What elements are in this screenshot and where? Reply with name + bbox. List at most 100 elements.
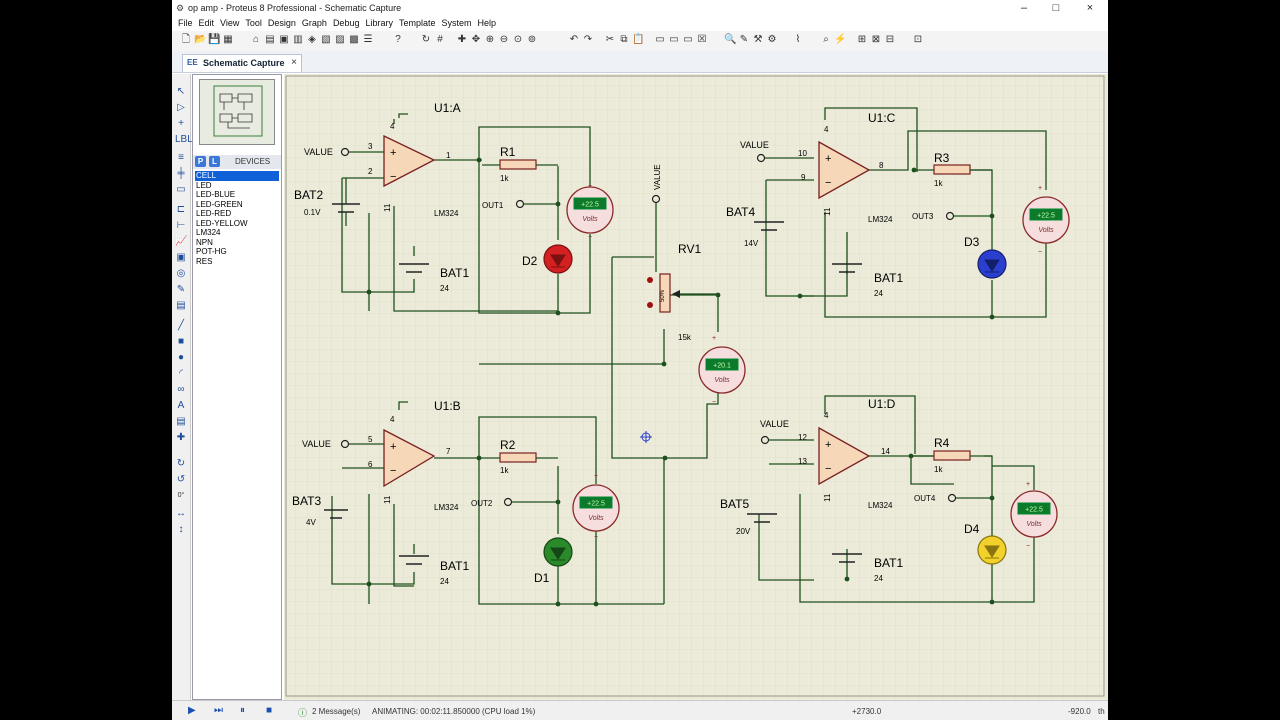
pause-icon[interactable]: ⏸ <box>240 705 245 716</box>
close-button[interactable]: × <box>1086 2 1094 14</box>
tab-schematic-capture[interactable]: EE Schematic Capture × <box>182 54 302 72</box>
device-item-led-red[interactable]: LED-RED <box>196 209 232 218</box>
exit-to-parent-icon[interactable]: ⊟ <box>885 34 895 45</box>
menu-file[interactable]: File <box>178 18 193 28</box>
menu-help[interactable]: Help <box>477 18 497 28</box>
rotation-value[interactable]: 0° <box>177 492 185 499</box>
redo-icon[interactable]: ↷ <box>583 34 593 45</box>
selection-mode-icon[interactable]: ↖ <box>176 86 186 97</box>
zoom-area-icon[interactable]: ⊚ <box>527 34 537 45</box>
new-file-icon[interactable]: 🗋 <box>181 34 191 45</box>
component-mode-icon[interactable]: ▷ <box>177 102 185 113</box>
property-assignment-icon[interactable]: ⚡ <box>834 34 847 45</box>
device-item-led-green[interactable]: LED-GREEN <box>196 199 243 209</box>
menu-view[interactable]: View <box>220 18 240 28</box>
pick-devices-button[interactable]: P <box>195 156 206 167</box>
origin-icon[interactable]: ✚ <box>457 34 467 45</box>
schematic-drawing[interactable]: + − U1:A LM324 3 2 1 4 11 VALUE + − U1:B… <box>284 74 1108 700</box>
battery-bat1-d[interactable]: BAT1 24 <box>832 553 903 583</box>
stop-icon[interactable]: ■ <box>266 705 273 716</box>
close-project-icon[interactable]: ▦ <box>223 34 233 45</box>
battery-bat2[interactable]: BAT2 0.1V <box>294 178 360 226</box>
device-pins-icon[interactable]: ⊢ <box>176 220 186 231</box>
block-copy-icon[interactable]: ▭ <box>655 34 665 45</box>
3d-view-icon[interactable]: ◈ <box>308 34 316 45</box>
pcb-icon[interactable]: ▣ <box>279 34 289 45</box>
mirror-y-icon[interactable]: ↕ <box>178 524 184 535</box>
block-rotate-icon[interactable]: ▭ <box>683 34 693 45</box>
report-icon[interactable]: ☰ <box>363 34 373 45</box>
voltmeter-1[interactable]: +22.5 Volts + − <box>566 183 614 241</box>
voltmeter-2[interactable]: +22.5 Volts + − <box>572 473 620 541</box>
voltage-probe-icon[interactable]: ✎ <box>176 284 186 295</box>
terminal-out1[interactable]: OUT1 <box>482 199 525 211</box>
potentiometer-rv1[interactable]: VALUE 50% RV1 15k <box>647 164 718 342</box>
zoom-all-icon[interactable]: ⊙ <box>513 34 523 45</box>
paste-icon[interactable]: 📋 <box>632 34 645 45</box>
pan-icon[interactable]: ✥ <box>471 34 481 45</box>
make-device-icon[interactable]: ✎ <box>739 34 749 45</box>
library-manager-button[interactable]: L <box>209 156 220 167</box>
rotate-ccw-icon[interactable]: ↺ <box>176 474 186 485</box>
menu-design[interactable]: Design <box>267 18 296 28</box>
resistor-r2[interactable]: R2 1k <box>482 438 558 475</box>
device-item-pot-hg[interactable]: POT-HG <box>196 247 227 256</box>
refresh-icon[interactable]: ↻ <box>421 34 431 45</box>
opamp-u1a[interactable]: + − U1:A LM324 3 2 1 4 11 VALUE <box>304 101 461 218</box>
battery-bat1-a[interactable]: BAT1 24 <box>399 263 469 293</box>
menu-library[interactable]: Library <box>365 18 393 28</box>
device-item-npn[interactable]: NPN <box>196 237 213 247</box>
box-icon[interactable]: ■ <box>177 336 185 347</box>
marker-icon[interactable]: ✚ <box>176 432 186 443</box>
resistor-r4[interactable]: R4 1k <box>911 436 992 474</box>
block-delete-icon[interactable]: ☒ <box>697 34 707 45</box>
opamp-u1b[interactable]: + − U1:B LM324 5 6 7 4 11 VALUE <box>302 399 461 512</box>
tape-recorder-icon[interactable]: ▣ <box>176 252 186 263</box>
gerber-icon[interactable]: ▥ <box>293 34 303 45</box>
menu-system[interactable]: System <box>441 18 472 28</box>
open-folder-icon[interactable]: 📂 <box>194 34 207 45</box>
symbol-icon[interactable]: ▤ <box>176 416 186 427</box>
resistor-r1[interactable]: R1 1k <box>482 145 558 183</box>
netlist-icon[interactable]: ⊡ <box>913 34 923 45</box>
menu-edit[interactable]: Edit <box>198 18 215 28</box>
generator-icon[interactable]: ◎ <box>176 268 186 279</box>
led-d1[interactable]: D1 <box>534 537 573 585</box>
packaging-icon[interactable]: ⚒ <box>753 34 763 45</box>
terminal-out4[interactable]: OUT4 <box>914 493 957 503</box>
text-icon[interactable]: A <box>177 400 185 411</box>
new-sheet-icon[interactable]: ⊞ <box>857 34 867 45</box>
battery-bat3[interactable]: BAT3 4V <box>292 494 348 527</box>
play-icon[interactable]: ▶ <box>188 705 196 716</box>
bom-icon[interactable]: ▧ <box>321 34 331 45</box>
opamp-u1c[interactable]: + − U1:C LM324 10 9 8 4 11 VALUE <box>740 111 896 224</box>
voltmeter-5[interactable]: +20.1 Volts + − <box>698 335 746 406</box>
arc-icon[interactable]: ◜ <box>179 368 183 379</box>
voltmeter-4[interactable]: +22.5 Volts + − <box>1010 481 1058 550</box>
search-tag-icon[interactable]: ⌕ <box>823 34 829 45</box>
remove-sheet-icon[interactable]: ⊠ <box>871 34 881 45</box>
step-icon[interactable]: ⏭ <box>214 705 223 716</box>
cut-icon[interactable]: ✂ <box>605 34 615 45</box>
device-item-led-yellow[interactable]: LED-YELLOW <box>196 218 248 228</box>
virtual-instruments-icon[interactable]: ▤ <box>176 300 186 311</box>
mirror-x-icon[interactable]: ↔ <box>176 508 186 519</box>
undo-icon[interactable]: ↶ <box>569 34 579 45</box>
notes-icon[interactable]: ▨ <box>335 34 345 45</box>
wire-autorouter-icon[interactable]: ⌇ <box>795 34 801 45</box>
menu-tool[interactable]: Tool <box>245 18 262 28</box>
help-icon[interactable]: ? <box>395 34 401 45</box>
resistor-r3[interactable]: R3 1k <box>914 151 992 188</box>
battery-bat5[interactable]: BAT5 20V <box>720 497 777 536</box>
terminals-icon[interactable]: ⊏ <box>176 204 186 215</box>
minimize-button[interactable]: – <box>1020 2 1028 14</box>
device-item-lm324[interactable]: LM324 <box>196 228 221 237</box>
menu-debug[interactable]: Debug <box>332 18 360 28</box>
circle-icon[interactable]: ● <box>177 352 185 363</box>
device-item-led-blue[interactable]: LED-BLUE <box>196 190 236 199</box>
device-item-led[interactable]: LED <box>196 180 212 190</box>
path-icon[interactable]: ∞ <box>177 384 185 395</box>
save-icon[interactable]: 💾 <box>208 34 221 45</box>
source-icon[interactable]: ▩ <box>349 34 359 45</box>
subcircuit-icon[interactable]: ▭ <box>176 184 186 195</box>
